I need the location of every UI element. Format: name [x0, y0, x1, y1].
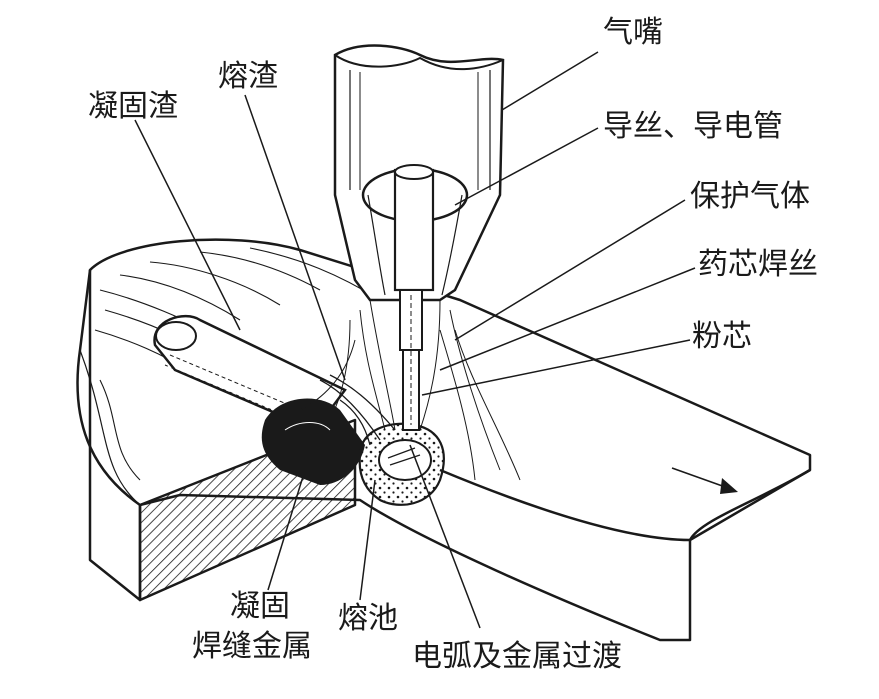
label-weld-pool: 熔池: [338, 601, 398, 636]
contact-tube: [393, 164, 435, 431]
label-shielding-gas: 保护气体: [690, 179, 810, 214]
label-gas-nozzle: 气嘴: [603, 15, 663, 50]
label-molten-slag: 熔渣: [218, 59, 278, 94]
label-solidified-weld-metal-1: 凝固: [230, 589, 290, 624]
label-solidified-slag: 凝固渣: [88, 89, 178, 124]
workpiece: [76, 238, 812, 642]
label-guide-wire-contact-tube: 导丝、导电管: [603, 109, 783, 144]
label-flux-cored-wire: 药芯焊丝: [698, 247, 818, 282]
leader-lines: [134, 51, 696, 629]
gas-flow-lines: [299, 299, 521, 481]
weld-pool: [358, 422, 445, 506]
label-solidified-weld-metal-2: 焊缝金属: [192, 629, 312, 664]
travel-direction-arrow: [671, 467, 738, 494]
label-arc-metal-transfer: 电弧及金属过渡: [412, 639, 622, 674]
label-powder-core: 粉芯: [692, 319, 752, 354]
solidified-weld-metal: [261, 398, 365, 485]
